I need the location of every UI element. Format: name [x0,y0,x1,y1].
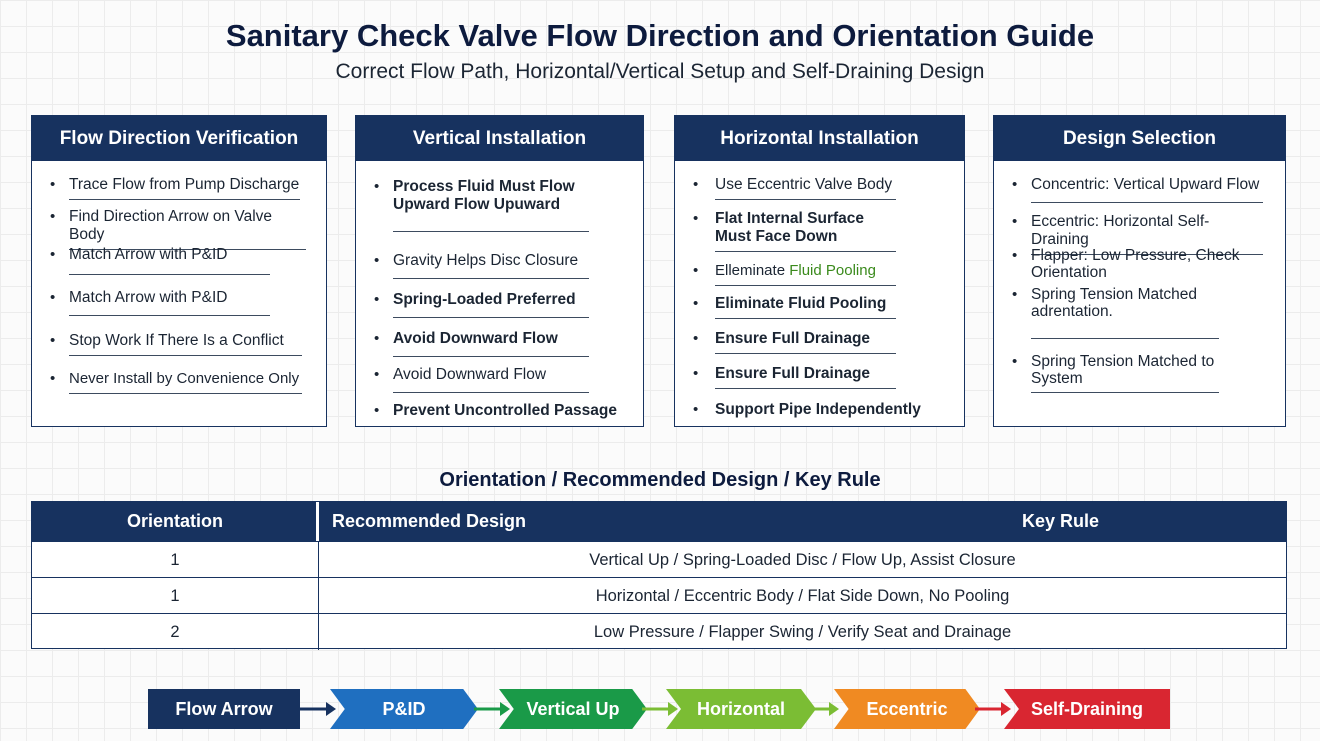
header-recommended-design: Recommended Design [332,511,527,531]
bullet: • [374,402,380,419]
item-text: Stop Work If There Is a Conflict [69,332,302,356]
bullet: • [1012,247,1018,264]
flow-step-horizontal: Horizontal [666,689,816,729]
orientation-table: Orientation Recommended Design Key Rule … [31,501,1287,650]
bullet: • [374,366,380,383]
bullet: • [1012,176,1018,193]
item-text-highlight: Fluid Pooling [789,262,876,279]
header-divider [316,502,319,541]
flow-step-self-draining: Self-Draining [1004,689,1170,729]
card-title: Flow Direction Verification [32,116,326,161]
item-text: Trace Flow from Pump Discharge [69,176,300,200]
item-text: Match Arrow with P&ID [69,246,270,275]
item-text: Eliminate Fluid Pooling [715,295,896,319]
bullet: • [374,252,380,269]
item-text: Ensure Full Drainage [715,330,896,354]
item-text: Spring-Loaded Preferred [393,291,589,318]
item-text: Flapper: Low Pressure, Check Orientation [1031,247,1240,281]
item-text: Spring Tension Matched adrentation. [1031,286,1219,339]
bullet: • [693,330,699,347]
card-design-selection: Design Selection • Concentric: Vertical … [993,115,1286,427]
item-text: Gravity Helps Disc Closure [393,252,589,279]
bullet: • [50,246,56,263]
item-text: Elleminate Fluid Pooling [715,262,896,286]
cell-rule: Low Pressure / Flapper Swing / Verify Se… [318,614,1286,650]
item-text: Support Pipe Independently [715,401,921,418]
bullet: • [374,178,380,195]
bullet: • [693,210,699,227]
page-subtitle: Correct Flow Path, Horizontal/Vertical S… [335,60,985,83]
item-text: Eccentric: Horizontal Self-Draining [1031,213,1263,255]
card-title: Design Selection [994,116,1285,161]
bullet: • [50,176,56,193]
card-horizontal-installation: Horizontal Installation • Use Eccentric … [674,115,965,427]
bullet: • [50,332,56,349]
cell-rule: Horizontal / Eccentric Body / Flat Side … [318,578,1286,614]
item-text: Find Direction Arrow on Valve Body [69,208,306,250]
item-text: Avoid Downward Flow [393,330,589,357]
cell-orientation: 1 [170,551,180,569]
bullet: • [374,291,380,308]
arrow-right-icon [474,702,510,716]
bullet: • [374,330,380,347]
bullet: • [693,176,699,193]
flow-step-flow-arrow: Flow Arrow [148,689,300,729]
bullet: • [693,365,699,382]
bullet: • [50,289,56,306]
bullet: • [693,262,699,279]
flow-step-vertical-up: Vertical Up [499,689,647,729]
cell-orientation: 2 [170,623,180,641]
table-row: 1 Horizontal / Eccentric Body / Flat Sid… [32,577,1286,614]
cell-rule: Vertical Up / Spring-Loaded Disc / Flow … [318,542,1286,578]
table-header-row: Orientation Recommended Design Key Rule [32,502,1286,541]
page-title: Sanitary Check Valve Flow Direction and … [225,18,1095,53]
header-key-rule: Key Rule [1022,511,1100,531]
arrow-right-icon [300,702,336,716]
header-orientation: Orientation [126,511,223,531]
arrow-right-icon [803,702,839,716]
item-text: Ensure Full Drainage [715,365,896,389]
item-text: Never Install by Convenience Only [69,370,302,394]
card-vertical-installation: Vertical Installation • Process Fluid Mu… [355,115,644,427]
arrow-right-icon [642,702,678,716]
card-title: Horizontal Installation [675,116,964,161]
item-text: Spring Tension Matched to System [1031,353,1219,393]
card-flow-direction-verification: Flow Direction Verification • Trace Flow… [31,115,327,427]
bullet: • [1012,353,1018,370]
table-row: 2 Low Pressure / Flapper Swing / Verify … [32,613,1286,650]
cell-orientation: 1 [170,587,180,605]
flow-step-pid: P&ID [330,689,478,729]
table-row: 1 Vertical Up / Spring-Loaded Disc / Flo… [32,541,1286,578]
card-title: Vertical Installation [356,116,643,161]
bullet: • [50,370,56,387]
item-text: Concentric: Vertical Upward Flow [1031,176,1263,203]
item-text: Match Arrow with P&ID [69,289,270,316]
bullet: • [693,295,699,312]
bullet: • [1012,213,1018,230]
table-title: Orientation / Recommended Design / Key R… [439,469,881,491]
bullet: • [693,401,699,418]
item-text-part: Elleminate [715,262,786,279]
item-text: Use Eccentric Valve Body [715,176,896,200]
arrow-right-icon [975,702,1011,716]
bullet: • [50,208,56,225]
item-text: Prevent Uncontrolled Passage [393,402,617,419]
item-text: Flat Internal Surface Must Face Down [715,210,896,252]
flow-step-eccentric: Eccentric [834,689,980,729]
item-text: Avoid Downward Flow [393,366,589,393]
item-text: Process Fluid Must Flow Upward Flow Upuw… [393,178,589,232]
bullet: • [1012,286,1018,303]
